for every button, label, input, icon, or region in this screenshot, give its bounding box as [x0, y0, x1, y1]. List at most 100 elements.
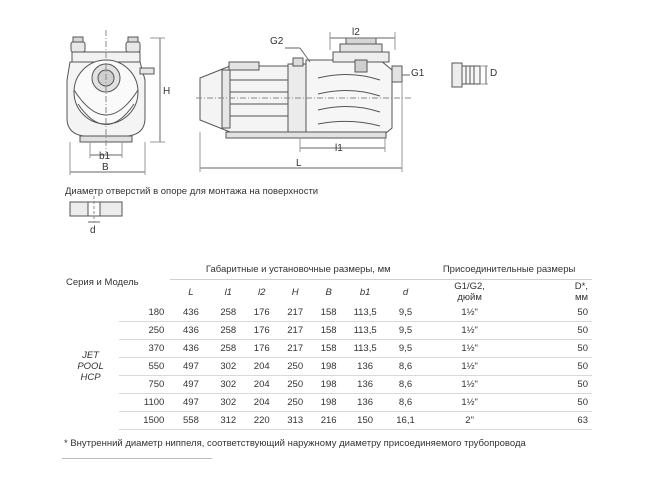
- dim-label-G1: G1: [411, 68, 425, 79]
- col-header: B: [325, 286, 332, 298]
- col-header-d-line1: D*,: [574, 281, 588, 292]
- cell-g: 1½": [426, 339, 514, 358]
- cell-g: 1½": [426, 375, 514, 394]
- cell-l1: 302: [211, 357, 245, 376]
- cell-b: 158: [311, 339, 346, 358]
- cell-d: 8,6: [384, 393, 427, 412]
- cell-d: 50: [513, 357, 592, 376]
- col-header-g-line1: G1/G2,: [454, 281, 485, 292]
- cell-d: 50: [513, 339, 592, 358]
- dim-label-L: L: [296, 158, 302, 169]
- cell-b: 158: [311, 304, 346, 322]
- cell-g: 1½": [426, 357, 514, 376]
- header-row-1: Серия и Модель Габаритные и установочные…: [62, 259, 592, 288]
- cell-l2: 176: [245, 321, 279, 340]
- cell-g: 2": [426, 411, 514, 430]
- conn-header: Присоединительные размеры: [426, 259, 592, 280]
- cell-h: 217: [278, 339, 312, 358]
- cell-g: 1½": [426, 393, 514, 412]
- cell-b1: 136: [345, 393, 385, 412]
- pump-front-view: [66, 30, 165, 175]
- col-header: l1: [224, 286, 232, 298]
- cell-l2: 204: [245, 393, 279, 412]
- spec-table: Серия и Модель Габаритные и установочные…: [62, 259, 592, 430]
- dim-label-D: D: [490, 68, 498, 79]
- cell-b: 158: [311, 321, 346, 340]
- header-row-2: L l1 l2 H B b1 d G1/G2, дюйм D*, мм: [62, 280, 592, 305]
- dim-label-H: H: [163, 86, 171, 97]
- col-header-d-line2: мм: [574, 292, 588, 303]
- model-cell: 1500: [119, 411, 171, 430]
- cell-l2: 176: [245, 304, 279, 322]
- cell-d: 50: [513, 393, 592, 412]
- cell-l1: 258: [211, 304, 245, 322]
- series-group-line: POOL: [77, 361, 104, 373]
- model-cell: 750: [119, 375, 171, 394]
- cell-b1: 113,5: [345, 339, 385, 358]
- cell-b: 198: [311, 357, 346, 376]
- cell-h: 250: [278, 393, 312, 412]
- cell-l: 497: [170, 357, 212, 376]
- pump-drawing: [66, 30, 488, 223]
- cell-l1: 258: [211, 339, 245, 358]
- cell-l2: 204: [245, 375, 279, 394]
- cell-d: 8,6: [384, 375, 427, 394]
- dim-label-b1: b1: [99, 151, 111, 162]
- col-header: H: [291, 286, 299, 298]
- cell-d: 50: [513, 304, 592, 322]
- cell-b: 198: [311, 375, 346, 394]
- cell-d: 9,5: [384, 339, 427, 358]
- cell-b1: 113,5: [345, 321, 385, 340]
- cell-h: 250: [278, 357, 312, 376]
- nipple-view: [451, 62, 488, 88]
- cell-d: 50: [513, 375, 592, 394]
- cell-l: 497: [170, 393, 212, 412]
- cell-h: 217: [278, 321, 312, 340]
- hole-caption: Диаметр отверстий в опоре для монтажа на…: [65, 186, 319, 197]
- dim-label-d: d: [90, 225, 96, 236]
- cell-l: 497: [170, 375, 212, 394]
- dim-label-l1: l1: [335, 143, 343, 154]
- series-header: Серия и Модель: [66, 277, 139, 288]
- col-header-g: G1/G2, дюйм: [426, 280, 513, 305]
- cell-l1: 312: [211, 411, 245, 430]
- cell-l: 436: [170, 339, 212, 358]
- col-header: d: [402, 286, 409, 298]
- model-cell: 250: [119, 321, 171, 340]
- cell-d: 63: [513, 411, 592, 430]
- col-header-g-line2: дюйм: [457, 292, 482, 303]
- cell-h: 250: [278, 375, 312, 394]
- cell-l: 436: [170, 304, 212, 322]
- dim-label-l2: l2: [352, 27, 360, 38]
- dims-header: Габаритные и установочные размеры, мм: [170, 259, 427, 280]
- cell-d: 9,5: [384, 321, 427, 340]
- cell-b1: 113,5: [345, 304, 385, 322]
- col-header: L: [188, 286, 194, 298]
- cell-l1: 302: [211, 393, 245, 412]
- cell-d: 50: [513, 321, 592, 340]
- footnote: * Внутренний диаметр ниппеля, соответств…: [64, 438, 526, 449]
- cell-l: 558: [170, 411, 212, 430]
- cell-h: 313: [278, 411, 312, 430]
- col-header: b1: [359, 286, 371, 298]
- model-cell: 550: [119, 357, 171, 376]
- cell-l1: 302: [211, 375, 245, 394]
- cell-l2: 220: [245, 411, 279, 430]
- cell-b1: 150: [345, 411, 385, 430]
- cell-b1: 136: [345, 357, 385, 376]
- cell-g: 1½": [426, 321, 514, 340]
- model-cell: 180: [119, 304, 171, 322]
- cell-b: 216: [311, 411, 346, 430]
- cell-d: 9,5: [384, 304, 427, 322]
- cell-b: 198: [311, 393, 346, 412]
- model-cell: 370: [119, 339, 171, 358]
- cell-l: 436: [170, 321, 212, 340]
- model-cell: 1100: [119, 393, 171, 412]
- col-header-d: D*, мм: [513, 280, 592, 305]
